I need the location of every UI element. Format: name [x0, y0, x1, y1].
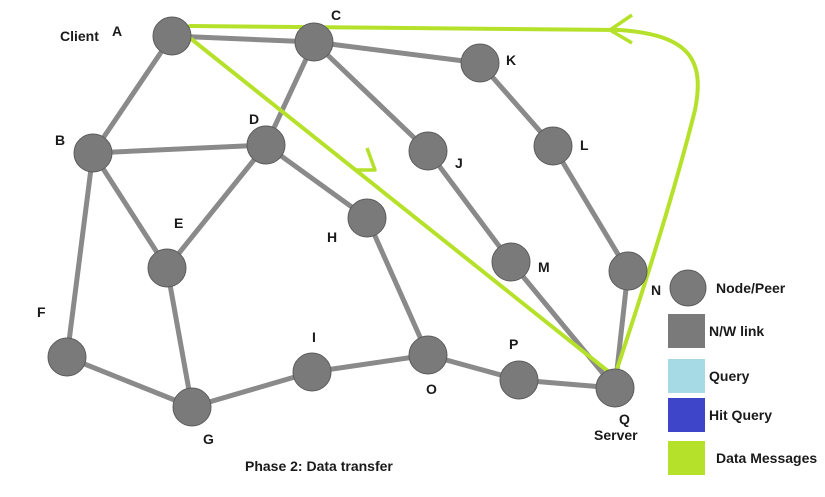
node-label-p: P: [509, 336, 518, 352]
legend-label-hit_query: Hit Query: [709, 407, 772, 423]
link-c-k: [311, 39, 483, 66]
legend-label-link: N/W link: [709, 323, 764, 339]
data-message-paths: [188, 13, 700, 380]
node-q: [595, 368, 635, 408]
node-m: [491, 242, 531, 282]
data-path-server-to-client: [188, 24, 700, 380]
client-role-label: Client: [60, 28, 99, 44]
link-e-g: [164, 265, 195, 410]
node-label-c: C: [331, 7, 341, 23]
node-label-n: N: [651, 282, 661, 298]
link-b-d: [90, 142, 269, 156]
legend-label-query: Query: [709, 368, 750, 384]
node-label-q: Q: [619, 411, 630, 427]
node-labels: A B C D E F G H I J K L M N O P Q: [37, 7, 661, 447]
node-g: [172, 387, 212, 427]
server-role-label: Server: [594, 427, 638, 443]
legend-label-data: Data Messages: [716, 450, 817, 466]
link-m-q: [508, 259, 618, 391]
legend-swatch-link: [668, 314, 705, 348]
legend-swatch-node: [669, 269, 707, 307]
node-label-g: G: [203, 431, 214, 447]
arrowhead-down-right: [356, 147, 377, 172]
node-o: [408, 335, 448, 375]
link-h-o: [364, 215, 431, 358]
node-a: [152, 16, 192, 56]
link-c-j: [311, 39, 431, 154]
link-d-h: [263, 142, 370, 221]
link-d-e: [164, 142, 269, 271]
diagram-caption: Phase 2: Data transfer: [245, 458, 393, 474]
node-b: [73, 133, 113, 173]
link-a-b: [90, 33, 175, 156]
network-links: [64, 33, 631, 410]
node-label-b: B: [55, 132, 65, 148]
node-l: [533, 126, 573, 166]
node-i: [292, 352, 332, 392]
node-d: [246, 125, 286, 165]
node-label-d: D: [249, 111, 259, 127]
node-label-m: M: [538, 259, 550, 275]
node-label-f: F: [37, 304, 46, 320]
node-c: [294, 22, 334, 62]
node-n: [608, 251, 648, 291]
node-h: [347, 198, 387, 238]
data-path-client-to-server: [188, 36, 616, 378]
node-label-o: O: [426, 381, 437, 397]
legend-swatch-hit_query: [668, 398, 705, 432]
node-label-k: K: [506, 52, 516, 68]
node-label-e: E: [174, 215, 183, 231]
node-label-l: L: [580, 137, 589, 153]
link-f-g: [64, 354, 195, 410]
legend-label-node: Node/Peer: [716, 280, 786, 296]
link-i-o: [309, 352, 431, 375]
legend-swatch-data: [668, 441, 705, 475]
node-p: [499, 360, 539, 400]
node-label-j: J: [455, 155, 463, 171]
link-a-c: [169, 33, 317, 45]
node-f: [47, 337, 87, 377]
node-label-a: A: [112, 23, 122, 39]
node-j: [408, 131, 448, 171]
node-label-i: I: [312, 329, 316, 345]
link-l-n: [550, 143, 631, 274]
link-j-m: [425, 148, 514, 265]
link-b-e: [90, 150, 170, 271]
link-g-i: [189, 369, 315, 410]
legend-swatch-query: [668, 359, 705, 393]
arrowhead-left: [608, 13, 633, 45]
node-k: [460, 43, 500, 83]
node-label-h: H: [327, 229, 337, 245]
link-b-f: [64, 150, 96, 360]
network-nodes: [47, 16, 648, 427]
node-e: [147, 248, 187, 288]
